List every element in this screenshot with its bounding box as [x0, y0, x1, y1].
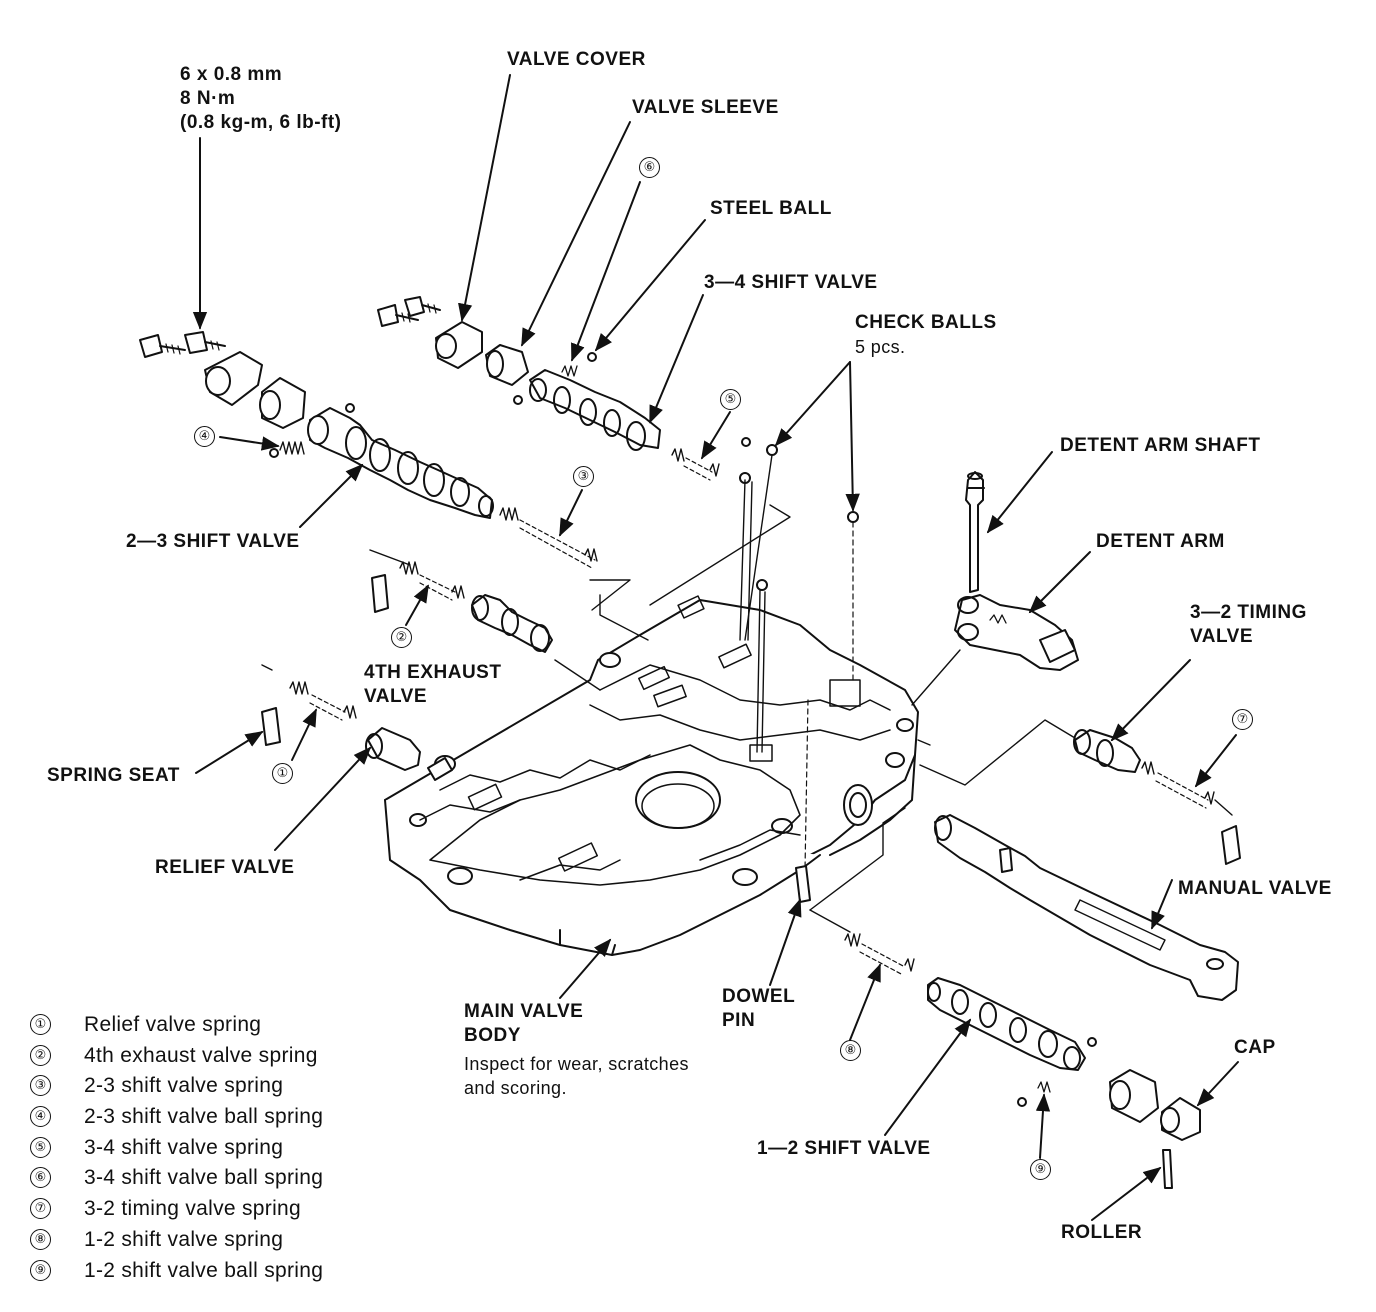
- dowel-pin-label-line2: PIN: [722, 1010, 756, 1031]
- spring-seat-label: SPRING SEAT: [47, 765, 180, 786]
- manual-valve-label: MANUAL VALVE: [1178, 878, 1332, 899]
- timing-valve-32-label-line1: 3—2 TIMING: [1190, 602, 1307, 623]
- legend-text: 2-3 shift valve ball spring: [84, 1105, 324, 1129]
- callout-7: ⑦: [1232, 709, 1253, 730]
- assembly-guide-lines: [261, 504, 1233, 933]
- callout-6: ⑥: [639, 157, 660, 178]
- dowel-pin-label-line1: DOWEL: [722, 986, 796, 1007]
- legend-number: ④: [30, 1106, 51, 1128]
- cap-label: CAP: [1234, 1037, 1276, 1058]
- relief-valve-assembly: [261, 681, 453, 781]
- exhaust-valve-4th-label-line2: VALVE: [364, 686, 428, 707]
- callout-4: ④: [194, 426, 215, 447]
- manual-valve-part: [934, 814, 1239, 1001]
- callout-5: ⑤: [720, 389, 741, 410]
- main-valve-body-note-line2: and scoring.: [464, 1078, 567, 1098]
- legend-text: 2-3 shift valve spring: [84, 1074, 284, 1098]
- legend-text: 1-2 shift valve spring: [84, 1227, 284, 1251]
- shift-valve-12-label: 1—2 SHIFT VALVE: [757, 1138, 931, 1159]
- callout-3: ③: [573, 466, 594, 487]
- exhaust-valve-4th-label-line1: 4TH EXHAUST: [364, 662, 502, 683]
- callout-1: ①: [272, 763, 293, 784]
- leader-arrows: [192, 74, 1239, 1221]
- legend-text: 3-4 shift valve ball spring: [84, 1166, 324, 1190]
- shift-valve-12-assembly: [795, 865, 1201, 1189]
- bolt-spec-line2: 8 N·m: [180, 88, 236, 109]
- main-valve-body-label-line1: MAIN VALVE: [464, 1001, 584, 1022]
- timing-valve-32-label-line2: VALVE: [1190, 626, 1254, 647]
- valve-cover-label: VALVE COVER: [507, 49, 646, 70]
- shift-valve-34-assembly: [377, 296, 859, 871]
- check-balls-label: CHECK BALLS: [855, 312, 997, 333]
- legend-number: ③: [30, 1075, 51, 1097]
- main-valve-body-label-line2: BODY: [464, 1025, 521, 1046]
- main-valve-body: [384, 595, 919, 956]
- legend-number: ⑥: [30, 1167, 51, 1189]
- legend-number: ⑤: [30, 1136, 51, 1158]
- timing-valve-32-assembly: [1073, 729, 1241, 865]
- detent-arm-label: DETENT ARM: [1096, 531, 1225, 552]
- callout-2: ②: [391, 627, 412, 648]
- legend-number: ②: [30, 1044, 51, 1066]
- legend-text: 4th exhaust valve spring: [84, 1043, 318, 1067]
- exhaust-valve-4th-assembly: [371, 561, 553, 653]
- roller-label: ROLLER: [1061, 1222, 1143, 1243]
- relief-valve-label: RELIEF VALVE: [155, 857, 295, 878]
- legend-text: 3-2 timing valve spring: [84, 1197, 301, 1221]
- shift-valve-23-assembly: [139, 331, 598, 569]
- legend-number: ①: [30, 1014, 51, 1035]
- main-valve-body-note-line1: Inspect for wear, scratches: [464, 1054, 689, 1074]
- shift-valve-23-label: 2—3 SHIFT VALVE: [126, 531, 300, 552]
- legend-number: ⑦: [30, 1198, 51, 1220]
- legend-text: 3-4 shift valve spring: [84, 1135, 284, 1159]
- callout-9: ⑨: [1030, 1159, 1051, 1180]
- valve-sleeve-label: VALVE SLEEVE: [632, 97, 779, 118]
- legend-number: ⑨: [30, 1259, 51, 1281]
- bolt-spec-line3: (0.8 kg-m, 6 lb-ft): [180, 112, 342, 133]
- legend-text: 1-2 shift valve ball spring: [84, 1258, 324, 1282]
- legend-number: ⑧: [30, 1228, 51, 1250]
- bolt-spec-line1: 6 x 0.8 mm: [180, 64, 283, 85]
- steel-ball-label: STEEL BALL: [710, 198, 832, 219]
- detent-arm-shaft-label: DETENT ARM SHAFT: [1060, 435, 1261, 456]
- shift-valve-34-label: 3—4 SHIFT VALVE: [704, 272, 878, 293]
- callout-8: ⑧: [840, 1040, 861, 1061]
- detent-arm-assembly: [954, 471, 1079, 671]
- legend-text: Relief valve spring: [84, 1013, 262, 1036]
- check-balls-count: 5 pcs.: [855, 337, 906, 357]
